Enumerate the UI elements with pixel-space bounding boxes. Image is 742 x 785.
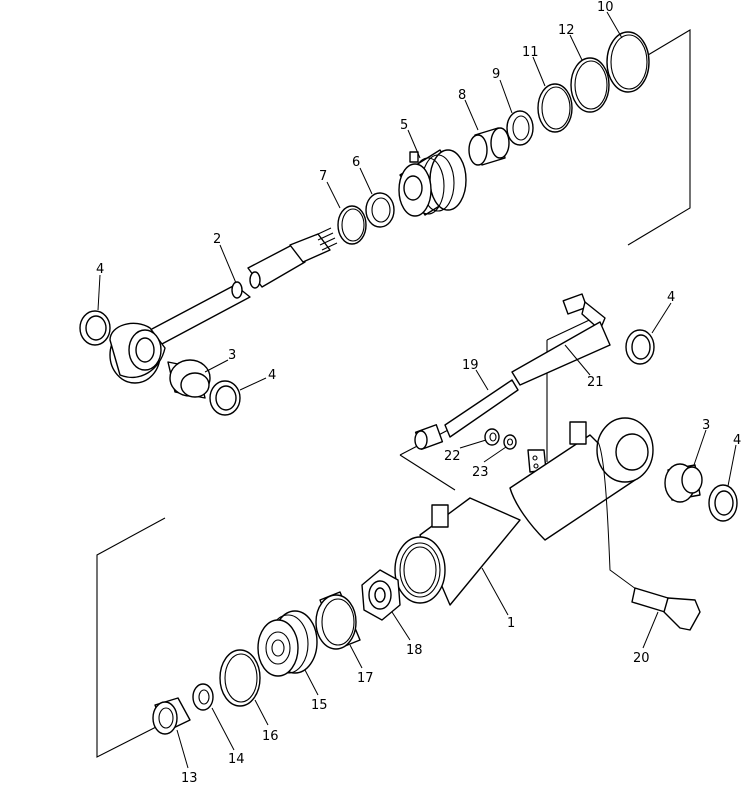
o-ring-medium (570, 57, 610, 113)
callout-20: 20 (633, 651, 650, 666)
callout-3-left: 3 (228, 348, 236, 363)
callout-4-upper-right: 4 (667, 290, 675, 305)
bushing-bottom-end (664, 463, 703, 503)
callout-1: 1 (507, 616, 515, 631)
piston-nut (361, 569, 401, 621)
backup-ring (537, 83, 573, 133)
nut-small (484, 428, 500, 446)
callout-4-upper-left: 4 (96, 262, 104, 277)
hose-20 (597, 441, 701, 631)
piston-seal-ring (219, 649, 261, 707)
dust-seal-rod-lower (209, 380, 241, 416)
leader-lines (97, 11, 737, 769)
snap-ring (337, 205, 367, 245)
callout-14: 14 (228, 752, 245, 767)
dust-seal-bottom-upper (625, 329, 655, 365)
cylinder-tube (394, 417, 654, 606)
o-ring-large (606, 31, 650, 93)
cylinder-head (398, 149, 467, 217)
wear-ring (315, 591, 361, 650)
callout-19: 19 (462, 358, 479, 373)
callout-21: 21 (587, 375, 604, 390)
callout-labels: 10 12 11 9 8 5 6 7 2 4 3 4 4 19 21 22 23… (96, 0, 741, 785)
callout-4-lower-left: 4 (268, 368, 276, 383)
callout-15: 15 (311, 698, 328, 713)
piston (257, 610, 318, 677)
callout-3-right: 3 (702, 418, 710, 433)
callout-6: 6 (352, 155, 360, 170)
bushing-rod-end (167, 359, 211, 399)
callout-12: 12 (558, 23, 575, 38)
callout-16: 16 (262, 729, 279, 744)
hose-tube-21 (511, 321, 611, 386)
washer-small (503, 434, 517, 450)
hose-tube-19 (414, 379, 519, 450)
piston-rod (109, 227, 338, 384)
assembly-bracket-upper (627, 29, 691, 246)
callout-13: 13 (181, 771, 198, 785)
callout-9: 9 (492, 67, 500, 82)
dust-seal-rod-upper (79, 310, 111, 346)
callout-7: 7 (319, 169, 327, 184)
callout-5: 5 (400, 118, 408, 133)
assembly-bracket-lower (96, 517, 166, 758)
callout-4-lower-right: 4 (733, 433, 741, 448)
callout-17: 17 (357, 671, 374, 686)
collar (152, 697, 191, 735)
callout-23: 23 (472, 465, 489, 480)
callout-22: 22 (444, 449, 461, 464)
dust-seal-bottom-lower (708, 484, 738, 522)
callout-11: 11 (522, 45, 539, 60)
callout-10: 10 (597, 0, 614, 15)
callout-8: 8 (458, 88, 466, 103)
callout-2: 2 (213, 232, 221, 247)
spacer-washer (192, 683, 214, 711)
bushing-head (468, 127, 510, 166)
bearing-small (365, 192, 395, 228)
callout-18: 18 (406, 643, 423, 658)
bearing-head (506, 110, 534, 146)
